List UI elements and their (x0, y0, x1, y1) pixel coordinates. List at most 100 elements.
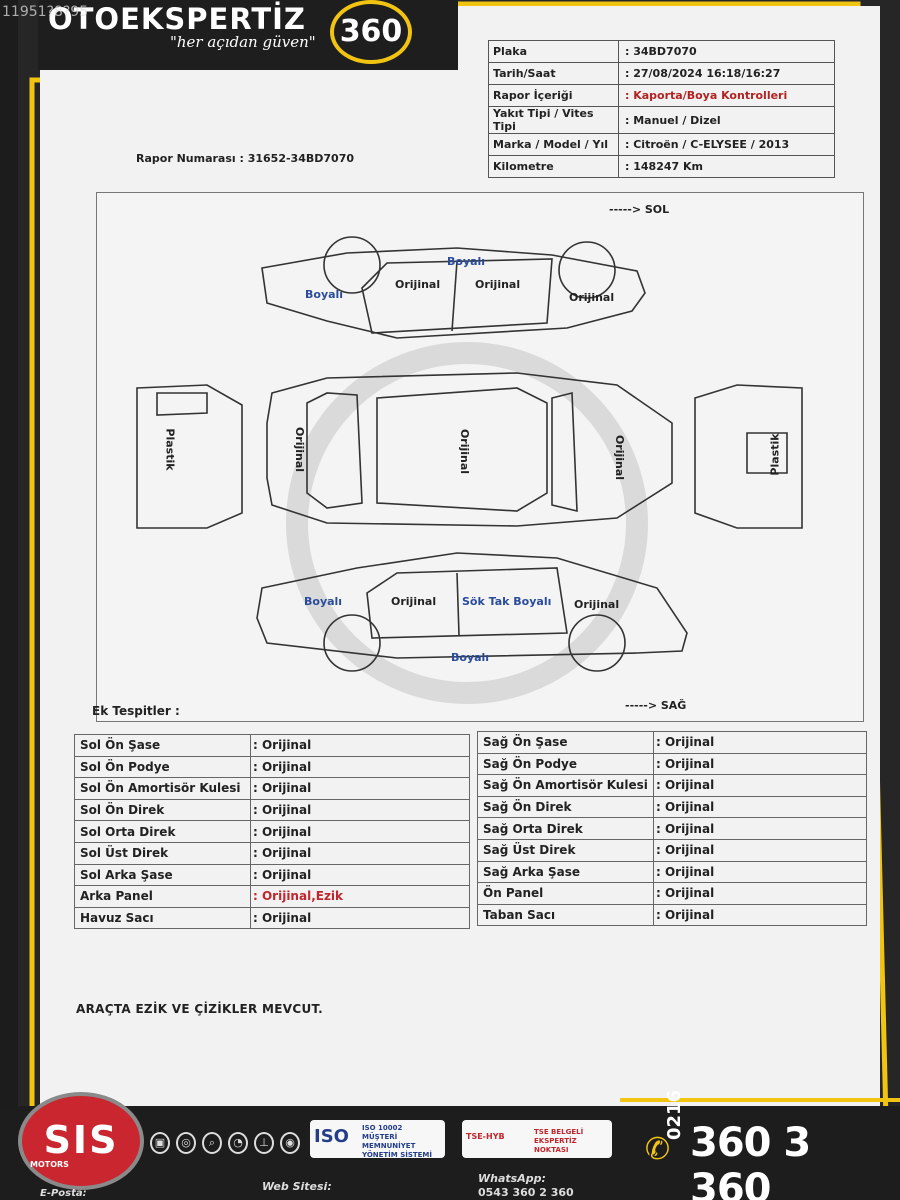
info-row: Tarih/Saat: 27/08/2024 16:18/16:27 (488, 62, 835, 85)
label-roof: Orijinal (458, 428, 472, 475)
label-top-front-door: Orijinal (475, 278, 521, 291)
website-label: Web Sitesi: (262, 1180, 332, 1193)
table-row: Sol Ön Amortisör Kulesi: Orijinal (74, 777, 470, 800)
iso-badge: ISO ISO 10002 MÜŞTERİ MEMNUNİYET YÖNETİM… (310, 1120, 445, 1159)
service-icons: ▣ ◎ ⌕ ◔ ⊥ ◉ (150, 1132, 300, 1162)
info-row: Kilometre: 148247 Km (488, 155, 835, 178)
footer-accent-line (620, 1098, 900, 1102)
car-top-outline (266, 372, 673, 527)
damage-note: ARAÇTA EZİK VE ÇİZİKLER MEVCUT. (76, 1002, 324, 1016)
table-row: Sağ Ön Podye: Orijinal (477, 752, 867, 776)
brake-icon: ◉ (280, 1132, 300, 1154)
table-row: Sağ Arka Şase: Orijinal (477, 860, 867, 884)
label-bottom-sill: Boyalı (451, 651, 490, 664)
iso-label: ISO (314, 1126, 349, 1147)
wheel-icon (323, 236, 381, 294)
table-row: Arka Panel: Orijinal,Ezik (74, 885, 470, 908)
right-part-key: Sağ Ön Şase (477, 731, 654, 754)
gauge-icon: ◔ (228, 1132, 248, 1154)
info-key: Plaka (488, 40, 619, 63)
search-car-icon: ⌕ (202, 1132, 222, 1154)
left-part-key: Sol Orta Direk (74, 820, 251, 843)
label-bottom-rear: Boyalı (304, 595, 343, 608)
table-row: Sol Üst Direk: Orijinal (74, 841, 470, 865)
label-bottom-front: Orijinal (574, 598, 620, 611)
car-diagram: -----> SOL -----> SAĞ Boyalı Boyalı Orij… (96, 192, 864, 722)
table-row: Sol Ön Direk: Orijinal (74, 798, 470, 822)
info-key: Tarih/Saat (488, 62, 619, 85)
right-part-key: Sağ Üst Direk (477, 838, 654, 862)
table-row: Sağ Üst Direk: Orijinal (477, 838, 867, 862)
label-trunk: Orijinal (293, 426, 307, 473)
car-front-outline (694, 384, 803, 529)
right-part-value: : Orijinal (653, 860, 867, 884)
left-part-key: Sol Üst Direk (74, 841, 251, 865)
info-row: Rapor İçeriği: Kaporta/Boya Kontrolleri (488, 84, 835, 107)
email-label: E-Posta: (40, 1188, 87, 1199)
table-row: Sağ Orta Direk: Orijinal (477, 817, 867, 840)
report-number: Rapor Numarası : 31652-34BD7070 (136, 152, 354, 165)
left-part-value: : Orijinal,Ezik (250, 885, 470, 908)
tse-line-1: TSE BELGELİ (534, 1128, 584, 1136)
label-top-rear: Boyalı (305, 288, 344, 301)
left-part-value: : Orijinal (250, 841, 470, 865)
tse-label: TSE-HYB (466, 1132, 505, 1141)
left-part-key: Sol Ön Amortisör Kulesi (74, 777, 251, 800)
left-part-value: : Orijinal (250, 755, 470, 779)
car-rear-outline (136, 384, 243, 529)
right-part-value: : Orijinal (653, 752, 867, 776)
label-front-plastic: Plastik (768, 433, 782, 476)
info-value: : 34BD7070 (618, 40, 835, 63)
right-part-value: : Orijinal (653, 795, 867, 819)
label-top-front: Orijinal (569, 291, 615, 304)
watermark-id: 11951?8?95 (2, 4, 89, 20)
table-row: Havuz Sacı: Orijinal (74, 906, 470, 930)
brand-slogan: "her açıdan güven" (170, 33, 316, 51)
logo-360: 360 (330, 0, 412, 64)
left-part-value: : Orijinal (250, 906, 470, 930)
car-outline-drawing (136, 236, 803, 704)
tse-badge: TSE-HYB TSE BELGELİ EKSPERTİZ NOKTASI (462, 1120, 612, 1158)
ek-tespitler-label: Ek Tespitler : (92, 704, 180, 718)
table-row: Sağ Ön Amortisör Kulesi: Orijinal (477, 774, 867, 797)
right-part-key: Sağ Ön Amortisör Kulesi (477, 774, 654, 797)
right-part-value: : Orijinal (653, 774, 867, 797)
right-part-key: Ön Panel (477, 882, 654, 905)
left-part-value: : Orijinal (250, 798, 470, 822)
info-value: : Kaporta/Boya Kontrolleri (618, 84, 835, 107)
sol-arrow-label: -----> SOL (609, 203, 670, 216)
right-part-key: Taban Sacı (477, 903, 654, 927)
phone-number[interactable]: 360 3 360 (690, 1120, 811, 1200)
phone-prefix: 0216 (664, 1089, 685, 1140)
table-row: Taban Sacı: Orijinal (477, 903, 867, 927)
whatsapp-number[interactable]: 0543 360 2 360 (478, 1186, 574, 1199)
left-part-value: : Orijinal (250, 820, 470, 843)
right-part-key: Sağ Arka Şase (477, 860, 654, 884)
right-part-value: : Orijinal (653, 817, 867, 840)
watermark-circle-icon (286, 342, 648, 704)
phone-icon: ✆ (645, 1132, 671, 1167)
iso-line-2: MÜŞTERİ MEMNUNİYET (362, 1133, 416, 1150)
sis-motors-logo: SIS (18, 1092, 144, 1190)
label-hood: Orijinal (613, 434, 627, 481)
right-part-value: : Orijinal (653, 903, 867, 927)
table-row: Sol Ön Şase: Orijinal (74, 734, 470, 757)
table-row: Sol Arka Şase: Orijinal (74, 863, 470, 887)
right-part-key: Sağ Ön Direk (477, 795, 654, 819)
left-part-value: : Orijinal (250, 863, 470, 887)
whatsapp-label: WhatsApp: (478, 1172, 546, 1185)
label-rear-plastic: Plastik (163, 428, 177, 471)
right-part-key: Sağ Ön Podye (477, 752, 654, 776)
left-part-key: Arka Panel (74, 885, 251, 908)
table-row: Sol Orta Direk: Orijinal (74, 820, 470, 843)
info-key: Rapor İçeriği (488, 84, 619, 107)
left-part-key: Sol Ön Şase (74, 734, 251, 757)
car-icon: ▣ (150, 1132, 170, 1154)
left-part-key: Sol Ön Direk (74, 798, 251, 822)
right-part-value: : Orijinal (653, 882, 867, 905)
table-row: Ön Panel: Orijinal (477, 882, 867, 905)
wheel-icon (323, 614, 381, 672)
iso-line-1: ISO 10002 (362, 1124, 403, 1132)
